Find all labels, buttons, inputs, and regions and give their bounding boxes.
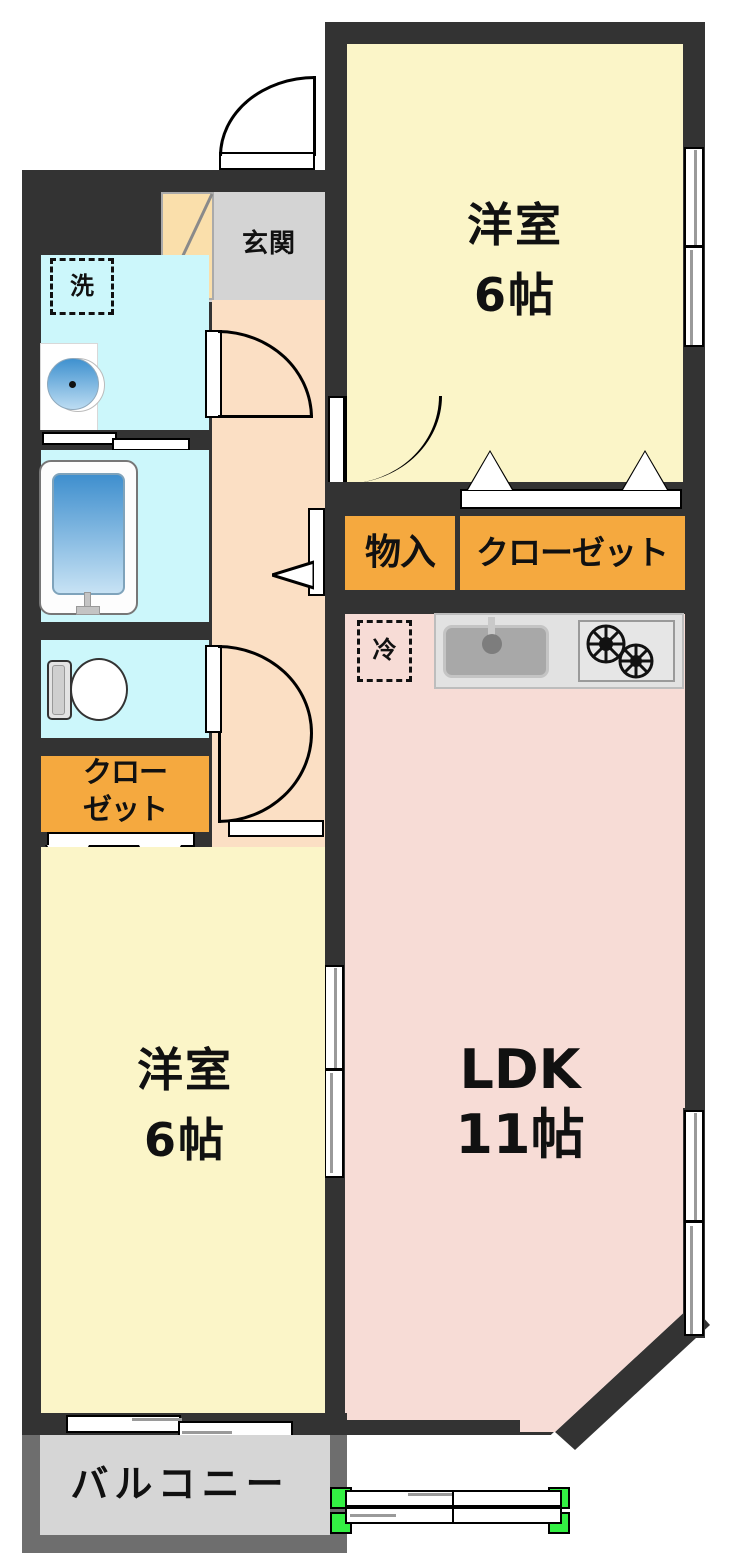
bedroom-south-floor <box>41 847 325 1413</box>
kitchen-faucet-head <box>482 634 502 654</box>
window-ldk-west-bar-lower <box>330 1073 333 1173</box>
closet-south-label-line1: クロー <box>82 754 168 789</box>
kitchen-faucet-stem <box>488 617 495 645</box>
window-ldk-east <box>684 1110 704 1336</box>
window-ldk-east-bar-lower <box>690 1226 693 1334</box>
closet-north-door-bar <box>460 489 682 509</box>
washroom-door-jamb <box>218 415 313 418</box>
storage-north-door-arrow <box>272 560 314 590</box>
ldk-label-line1: LDK <box>459 1037 581 1101</box>
bedroom-south-door-leaf[interactable] <box>228 820 324 837</box>
ldk-balcony-door-right <box>452 1490 562 1507</box>
window-ldk-west <box>324 965 344 1178</box>
bathtub-basin <box>52 473 125 595</box>
balcony-door-left-bar <box>132 1418 182 1421</box>
bedroom-north-door-leaf[interactable] <box>328 396 345 484</box>
bedroom-south-label-line2: 6帖 <box>143 1112 226 1167</box>
bedroom-north-label-line2: 6帖 <box>473 267 556 322</box>
refrigerator-space <box>357 620 412 682</box>
gas-burner-small <box>618 643 654 679</box>
window-ldk-east-bar-upper <box>694 1113 697 1221</box>
window-ldk-west-bar-upper <box>334 968 337 1068</box>
washer-label: 洗 <box>70 271 94 300</box>
ldk-balcony-door-inner-bar <box>350 1514 396 1517</box>
closet-north-fold-mark-1 <box>468 452 512 490</box>
closet-north-label: クローゼット <box>476 532 669 572</box>
ldk-balcony-door-left-bar <box>408 1493 454 1496</box>
bath-toilet-divider <box>22 622 212 640</box>
closet-south-label-line2: ゼット <box>82 791 168 826</box>
balcony-door-right-bar <box>182 1431 232 1434</box>
closet-north-fold-mark-2 <box>623 452 667 490</box>
washroom-bath-sliding-door-a <box>42 432 117 445</box>
wash-basin-drain <box>69 381 76 388</box>
storage-north <box>345 516 455 590</box>
toilet-closet-divider <box>22 738 212 756</box>
washing-machine-space <box>50 258 114 315</box>
refrigerator-label: 冷 <box>372 636 397 665</box>
closet-south <box>41 756 209 832</box>
toilet-bowl <box>70 658 128 721</box>
window-bedroom-north-east-mullion <box>684 245 704 248</box>
closet-south-door-bar <box>47 832 195 847</box>
storage-north-label: 物入 <box>364 532 436 574</box>
balcony-label: バルコニー <box>70 1462 290 1507</box>
bedroom-north-label-line1: 洋室 <box>467 197 563 252</box>
entrance-label: 玄関 <box>241 229 296 260</box>
washroom-floor-ext <box>41 255 166 300</box>
bathtub-faucet-base <box>76 606 100 615</box>
window-ldk-east-mullion <box>684 1220 704 1223</box>
entrance-door-swing-arc <box>219 76 315 156</box>
window-ldk-west-mullion <box>324 1068 344 1071</box>
window-bedroom-north-east-bar-lower <box>690 250 693 345</box>
gas-burner-large <box>586 624 626 664</box>
entrance-floor <box>209 192 325 302</box>
ldk-balcony-door-inner-right <box>452 1507 562 1524</box>
ldk-diagonal-wall <box>520 1280 710 1465</box>
wash-basin-bowl <box>47 358 99 410</box>
closet-north <box>460 516 685 590</box>
window-bedroom-north-east-bar-upper <box>694 150 697 245</box>
bedroom-south-label-line1: 洋室 <box>137 1042 233 1097</box>
entrance-door-jamb <box>313 76 316 156</box>
toilet-tank-inner <box>52 665 65 715</box>
balcony-floor <box>40 1435 330 1535</box>
ldk-label-line2: 11帖 <box>455 1102 585 1166</box>
